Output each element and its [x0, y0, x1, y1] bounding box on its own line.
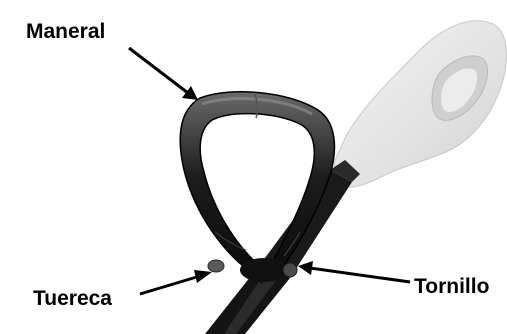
d-handle: [180, 92, 334, 282]
callout-label-tornillo: Tornillo: [414, 276, 489, 297]
bolt-head: [283, 263, 297, 277]
arrowhead-tuereca: [194, 270, 212, 283]
arrow-maneral: [129, 48, 188, 93]
arrow-tuereca: [140, 276, 200, 294]
callout-label-tuereca: Tuereca: [33, 288, 112, 309]
callout-label-maneral: Maneral: [26, 21, 105, 42]
arrowhead-maneral: [182, 86, 198, 100]
arrowhead-tornillo: [298, 261, 313, 275]
rear-housing: [334, 21, 506, 187]
nut: [208, 260, 224, 272]
arrow-tornillo: [310, 268, 410, 282]
